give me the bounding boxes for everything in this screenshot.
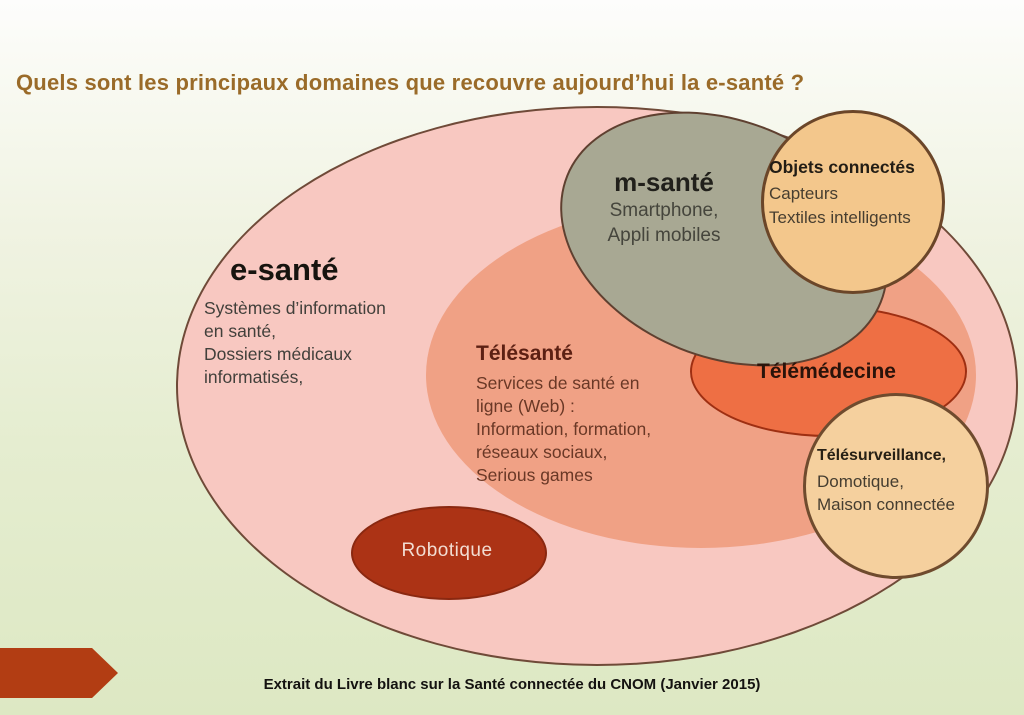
objets-connectes-text-block: Objets connectés Capteurs Textiles intel… xyxy=(769,157,915,230)
text-line: en santé, xyxy=(204,321,276,341)
telemedecine-heading: Télémédecine xyxy=(757,360,896,383)
text-line: ligne (Web) : xyxy=(476,396,575,416)
bottom-left-arrow-shape xyxy=(0,648,118,698)
text-line: Information, formation, xyxy=(476,419,652,439)
telesurveillance-heading: Télésurveillance, xyxy=(817,447,946,464)
source-caption: Extrait du Livre blanc sur la Santé conn… xyxy=(263,676,761,693)
text-line: Appli mobiles xyxy=(607,225,721,246)
telesurveillance-text-block: Télésurveillance, Domotique, Maison conn… xyxy=(817,447,955,516)
text-line: Services de santé en xyxy=(476,373,640,393)
objets-connectes-heading: Objets connectés xyxy=(769,157,915,177)
esante-description: Systèmes d’information en santé, Dossier… xyxy=(204,297,386,389)
esante-heading: e-santé xyxy=(230,252,339,287)
msante-text-block: m-santé Smartphone, Appli mobiles xyxy=(564,167,764,248)
text-line: réseaux sociaux, xyxy=(476,442,608,462)
slide-title: Quels sont les principaux domaines que r… xyxy=(16,69,805,95)
msante-description: Smartphone, Appli mobiles xyxy=(564,198,764,248)
text-line: Textiles intelligents xyxy=(769,208,911,227)
telesante-heading: Télésanté xyxy=(476,342,573,365)
text-line: Dossiers médicaux xyxy=(204,344,352,364)
robotique-ellipse xyxy=(351,506,547,600)
text-line: Serious games xyxy=(476,465,593,485)
text-line: Systèmes d’information xyxy=(204,298,386,318)
text-line: Capteurs xyxy=(769,184,838,203)
text-line: Smartphone, xyxy=(609,200,719,221)
text-line: Maison connectée xyxy=(817,495,955,514)
telesante-description: Services de santé en ligne (Web) : Infor… xyxy=(476,372,651,487)
objets-connectes-description: Capteurs Textiles intelligents xyxy=(769,182,915,230)
text-line: Domotique, xyxy=(817,472,904,491)
text-line: informatisés, xyxy=(204,367,304,387)
telesurveillance-circle xyxy=(803,393,989,579)
msante-heading: m-santé xyxy=(614,167,714,197)
objets-connectes-circle xyxy=(761,110,945,294)
telesurveillance-description: Domotique, Maison connectée xyxy=(817,470,955,516)
robotique-heading: Robotique xyxy=(401,540,493,561)
